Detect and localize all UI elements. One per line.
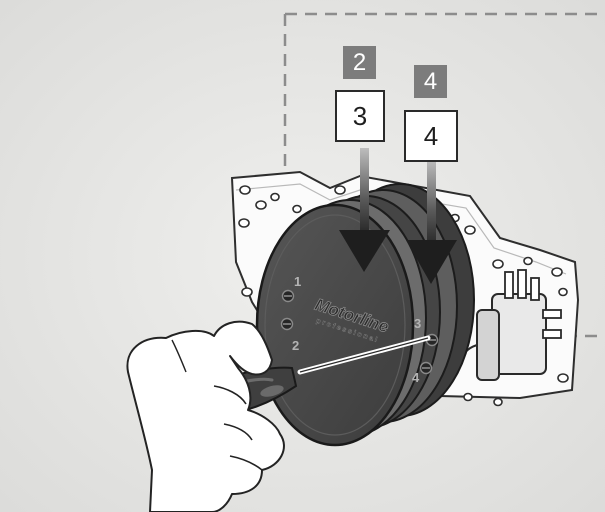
callout-2: 2 — [343, 46, 376, 79]
callout-4-large: 4 — [404, 110, 458, 162]
dial-position-2: 2 — [292, 338, 299, 353]
down-arrow-icon — [339, 148, 390, 272]
callout-3: 3 — [335, 90, 385, 142]
callout-4-small: 4 — [414, 65, 447, 98]
down-arrow-icon — [406, 160, 457, 284]
hand-illustration — [126, 320, 285, 512]
dial-position-3: 3 — [414, 316, 421, 331]
dial-position-1: 1 — [294, 274, 301, 289]
dial-position-4: 4 — [412, 370, 420, 385]
